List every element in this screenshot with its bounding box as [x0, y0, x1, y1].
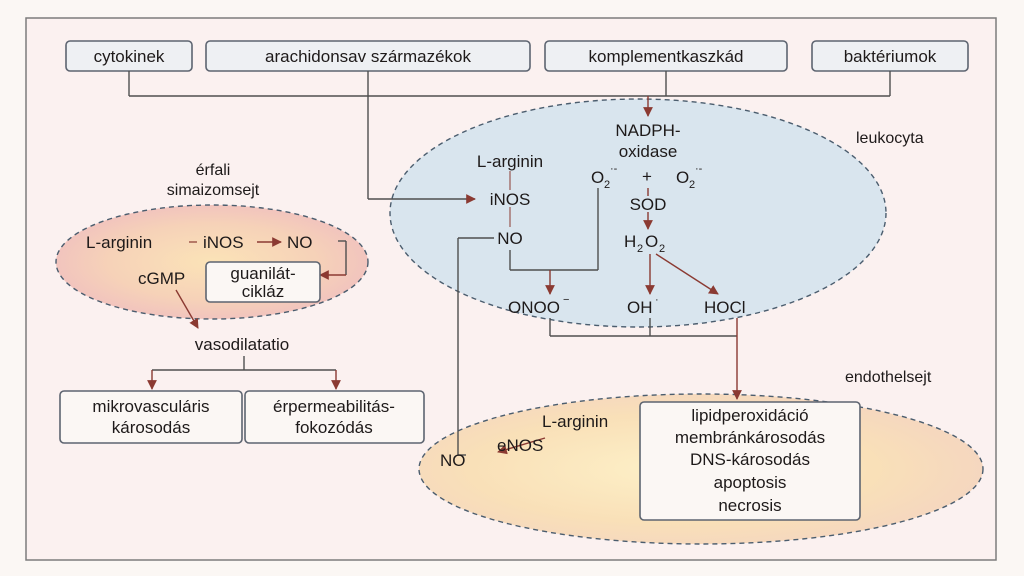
guanylate-cyclase-box: guanilát- cikláz	[205, 261, 321, 303]
leukocyte-region-label: leukocyta	[856, 130, 924, 147]
svg-text:O: O	[591, 168, 604, 187]
sm-cgmp: cGMP	[138, 269, 185, 288]
source-complement: komplementkaszkád	[544, 40, 788, 72]
svg-text:·-: ·-	[695, 163, 703, 175]
source-cytokines-label: cytokinek	[94, 47, 165, 66]
svg-text:2: 2	[689, 179, 695, 191]
vasodilation-label: vasodilatatio	[195, 335, 290, 354]
microvascular-line-1: mikrovasculáris	[92, 397, 209, 416]
damage-line-3: DNS-károsodás	[690, 450, 810, 469]
superoxide-b: O 2 ·-	[676, 163, 703, 191]
hydroxyl-radical: OH ·	[627, 294, 659, 317]
leuko-inos: iNOS	[490, 190, 531, 209]
damage-box: lipidperoxidáció membránkárosodás DNS-ká…	[639, 401, 861, 521]
endothelial-region-label: endothelsejt	[845, 369, 932, 386]
endo-enos: eNOS	[497, 436, 543, 455]
source-collector-lines	[128, 71, 891, 97]
hypochlorous-acid: HOCl	[704, 298, 746, 317]
sm-inos: iNOS	[203, 233, 244, 252]
permeability-box: érpermeabilitás- fokozódás	[244, 390, 425, 444]
nadph-label-1: NADPH-	[615, 121, 680, 140]
svg-text:−: −	[563, 294, 569, 306]
source-bacteria-label: baktériumok	[844, 47, 937, 66]
source-bacteria: baktériumok	[811, 40, 969, 72]
sm-no: NO	[287, 233, 313, 252]
damage-line-2: membránkárosodás	[675, 428, 825, 447]
damage-line-5: necrosis	[718, 496, 781, 515]
hydrogen-peroxide: H 2 O 2	[624, 232, 665, 255]
svg-text:·-: ·-	[610, 163, 618, 175]
guanylate-line-1: guanilát-	[230, 264, 295, 283]
permeability-line-1: érpermeabilitás-	[273, 397, 395, 416]
leuko-no: NO	[497, 229, 523, 248]
pathway-connectors	[147, 96, 742, 456]
smooth-muscle-label-2: simaizomsejt	[167, 182, 260, 199]
sm-l-arginine: L-arginin	[86, 233, 152, 252]
plus-sign: +	[642, 167, 652, 186]
svg-text:2: 2	[637, 243, 643, 255]
superoxide-a: O 2 ·-	[591, 163, 618, 191]
svg-text:O: O	[676, 168, 689, 187]
svg-text:2: 2	[659, 243, 665, 255]
permeability-line-2: fokozódás	[295, 418, 373, 437]
source-arachidonic-label: arachidonsav származékok	[265, 47, 471, 66]
source-cytokines: cytokinek	[65, 40, 193, 72]
endo-no: NO	[440, 451, 466, 470]
svg-text:O: O	[645, 232, 658, 251]
damage-line-1: lipidperoxidáció	[691, 406, 808, 425]
smooth-muscle-label-1: érfali	[196, 162, 231, 179]
microvascular-damage-box: mikrovasculáris károsodás	[59, 390, 243, 444]
microvascular-line-2: károsodás	[112, 418, 190, 437]
damage-line-4: apoptosis	[714, 473, 787, 492]
svg-text:H: H	[624, 232, 636, 251]
source-arachidonic: arachidonsav származékok	[205, 40, 531, 72]
sod-label: SOD	[630, 195, 667, 214]
peroxynitrite: ONOO −	[508, 294, 569, 317]
svg-text:2: 2	[604, 179, 610, 191]
endo-l-arginine: L-arginin	[542, 412, 608, 431]
svg-text:OH: OH	[627, 298, 653, 317]
svg-text:ONOO: ONOO	[508, 298, 560, 317]
source-complement-label: komplementkaszkád	[589, 47, 744, 66]
nadph-label-2: oxidase	[619, 142, 678, 161]
guanylate-line-2: cikláz	[242, 282, 285, 301]
svg-text:·: ·	[655, 294, 659, 306]
leuko-l-arginine: L-arginin	[477, 152, 543, 171]
